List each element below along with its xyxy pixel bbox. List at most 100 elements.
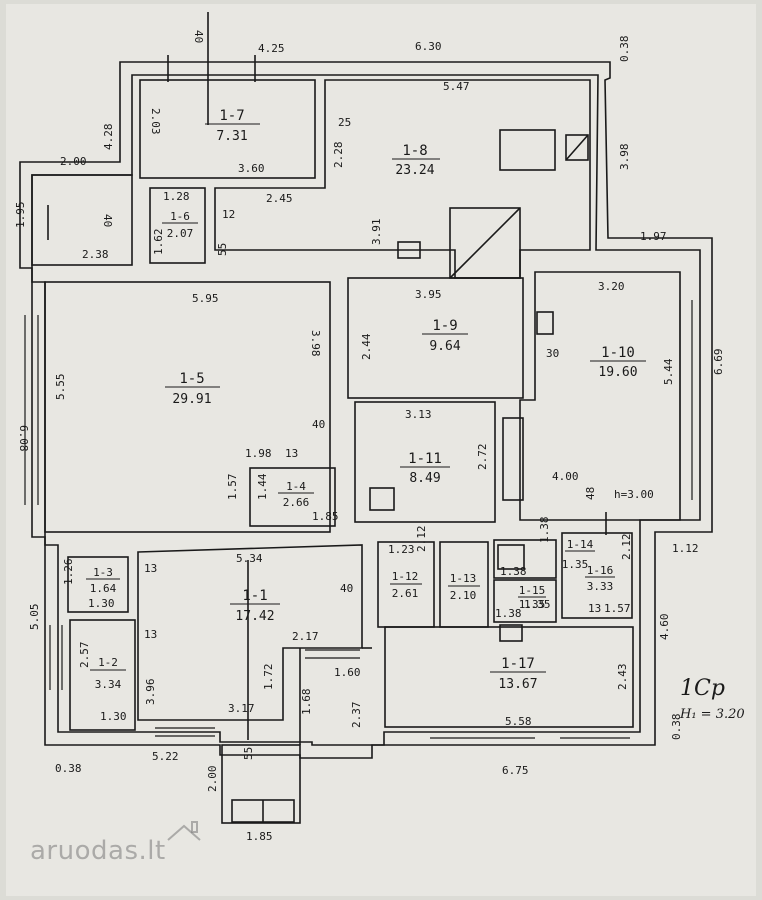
- dimension: 2.00: [206, 766, 219, 793]
- dimension: 30: [546, 347, 559, 360]
- dimension: 2.28: [332, 142, 345, 169]
- room-1-16: 1-16 3.33: [585, 564, 615, 593]
- room-area: 17.42: [235, 609, 274, 624]
- dimension: 48: [584, 487, 597, 500]
- room-1-5: 1-5 29.91: [165, 371, 220, 407]
- dimension: 1.57: [226, 474, 239, 501]
- floor-note: 1Cp: [680, 676, 725, 701]
- dimension: 1.28: [163, 190, 190, 203]
- room-area: 2.66: [283, 496, 310, 509]
- room-1-10: 1-10 19.60: [590, 345, 646, 380]
- dimension: 4.25: [258, 42, 285, 55]
- dimension: 1.44: [256, 473, 269, 500]
- dimension: 3.20: [598, 280, 625, 293]
- room-area: 23.24: [395, 163, 434, 178]
- room-1-1: 1-1 17.42: [230, 588, 280, 624]
- room-id: 1-9: [432, 318, 457, 334]
- dimension: 40: [101, 214, 114, 227]
- dimension: 1.97: [640, 230, 667, 243]
- room-area: 1.64: [90, 582, 117, 595]
- dimension: 0.38: [618, 36, 631, 63]
- room-id: 1-4: [286, 480, 306, 493]
- room-id: 1-15: [519, 584, 546, 597]
- room-labels: 1-7 7.31 1-8 23.24 1-6 2.07 1-5 29.91 1-…: [86, 108, 646, 692]
- room-id: 1-5: [179, 371, 204, 387]
- room-area: 9.64: [429, 339, 460, 354]
- room-area: 1.35: [562, 558, 589, 571]
- room-area: 2.07: [167, 227, 194, 240]
- dimension: 2.38: [82, 248, 109, 261]
- dimension: 1.98: [245, 447, 272, 460]
- dimension: 3.17: [228, 702, 255, 715]
- dimension: 1.35: [524, 598, 551, 611]
- room-1-2: 1-2 3.34: [90, 656, 126, 691]
- watermark-brand: aruodas: [30, 836, 139, 866]
- dimension: 2.45: [266, 192, 293, 205]
- dimension: 4.60: [658, 614, 671, 641]
- dimension: 5.05: [28, 604, 41, 631]
- dimension: 2.03: [149, 108, 162, 135]
- room-id: 1-17: [501, 656, 535, 672]
- room-id: 1-6: [170, 210, 190, 223]
- dimension: 6.08: [17, 425, 30, 452]
- room-area: 13.67: [498, 677, 537, 692]
- dimension: 1.85: [246, 830, 273, 843]
- dimension: 2.00: [60, 155, 87, 168]
- room-id: 1-11: [408, 451, 442, 467]
- dimension: 3.13: [405, 408, 432, 421]
- room-area: 2.10: [450, 589, 477, 602]
- dimension: 2.43: [616, 664, 629, 691]
- dimension: 40: [192, 30, 205, 43]
- dimension: 1.30: [88, 597, 115, 610]
- dimension: 1.72: [262, 664, 275, 691]
- dimension: 2.12: [620, 534, 633, 561]
- dimension: 13: [144, 562, 157, 575]
- dimension: 1.23: [388, 543, 415, 556]
- room-id: 1-13: [450, 572, 477, 585]
- room-id: 1-16: [587, 564, 614, 577]
- height-note: H₁ = 3.20: [679, 707, 745, 722]
- room-id: 1-1: [242, 588, 267, 604]
- room-1-17: 1-17 13.67: [490, 656, 546, 692]
- room-1-7: 1-7 7.31: [205, 108, 260, 144]
- dimension: 1.68: [300, 689, 313, 716]
- room-id: 1-8: [402, 143, 427, 159]
- room-1-8: 1-8 23.24: [392, 143, 440, 178]
- dimension: 2.57: [78, 642, 91, 669]
- dimension: 1.12: [672, 542, 699, 555]
- dimension: 40: [340, 582, 353, 595]
- dimension: 13: [144, 628, 157, 641]
- house-icon: [167, 821, 201, 841]
- dimension: 1.95: [14, 202, 27, 229]
- dimension: 1.62: [152, 229, 165, 256]
- dimension: 4.28: [102, 124, 115, 151]
- dimension: 1.38: [500, 565, 527, 578]
- dimension: 6.75: [502, 764, 529, 777]
- room-area: 1.35: [519, 598, 546, 611]
- room-1-15: 1-15 1.35: [518, 584, 546, 611]
- room-1-11: 1-11 8.49: [400, 451, 450, 486]
- dimension: h=3.00: [614, 488, 654, 501]
- dimension: 1.85: [312, 510, 339, 523]
- dimension: 1.60: [334, 666, 361, 679]
- dimension: 1.30: [100, 710, 127, 723]
- dimension: 5.58: [505, 715, 532, 728]
- room-1-4: 1-4 2.66: [278, 480, 314, 509]
- room-area: 19.60: [598, 365, 637, 380]
- room-1-13: 1-13 2.10: [448, 572, 480, 602]
- dimension: 1.57: [604, 602, 631, 615]
- dimension: 3.95: [415, 288, 442, 301]
- watermark-tld: lt: [147, 836, 166, 866]
- dimension: 2.44: [360, 333, 373, 360]
- dimension: 40: [312, 418, 325, 431]
- dimension: 3.60: [238, 162, 265, 175]
- room-area: 7.31: [216, 129, 247, 144]
- dimension: 1.26: [62, 559, 75, 586]
- dimension: 13: [588, 602, 601, 615]
- dimension: 0.38: [55, 762, 82, 775]
- room-area: 8.49: [409, 471, 440, 486]
- dimension: 6.30: [415, 40, 442, 53]
- room-area: 2.61: [392, 587, 419, 600]
